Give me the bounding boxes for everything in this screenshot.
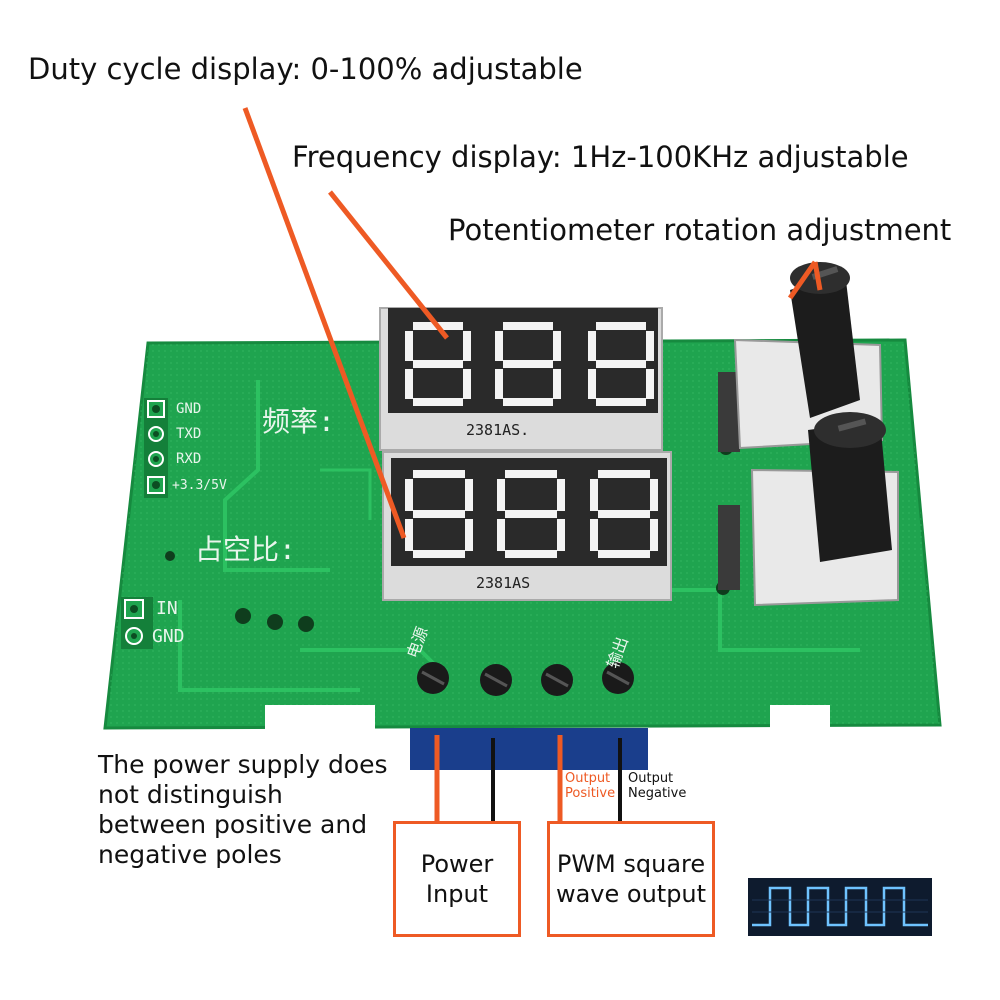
output-negative-label: Output Negative: [628, 771, 687, 801]
potentiometer-caption: Potentiometer rotation adjustment: [448, 213, 952, 247]
board-label-duty: 占空比:: [195, 533, 296, 566]
pin-label-gnd: GND: [176, 401, 202, 417]
display-part-number-bottom: 2381AS: [476, 574, 531, 592]
pwm-output-box: PWM square wave output: [547, 821, 715, 937]
duty-cycle-caption: Duty cycle display: 0-100% adjustable: [28, 52, 583, 86]
pin-label-gnd-input: GND: [152, 626, 185, 647]
frequency-caption: Frequency display: 1Hz-100KHz adjustable: [292, 140, 909, 174]
pin-label-txd: TXD: [176, 426, 202, 442]
board-label-frequency: 频率:: [262, 405, 335, 438]
screw-terminals: [410, 662, 648, 770]
duty-display: [382, 451, 672, 601]
potentiometer-bottom: [718, 412, 899, 607]
input-header: [121, 597, 153, 649]
square-wave-thumbnail-icon: [748, 878, 932, 936]
callout-lines: [242, 107, 823, 823]
power-input-box: Power Input: [393, 821, 521, 937]
pin-label-vcc: +3.3/5V: [172, 478, 227, 493]
wire-lines: [491, 738, 622, 823]
display-part-number-top: 2381AS.: [466, 421, 530, 439]
output-positive-label: Output Positive: [565, 771, 616, 801]
pin-label-rxd: RXD: [176, 451, 202, 467]
power-polarity-note: The power supply does not distinguish be…: [98, 750, 388, 869]
frequency-display: [379, 307, 663, 451]
uart-header: [144, 398, 168, 498]
pin-label-in: IN: [156, 598, 178, 619]
